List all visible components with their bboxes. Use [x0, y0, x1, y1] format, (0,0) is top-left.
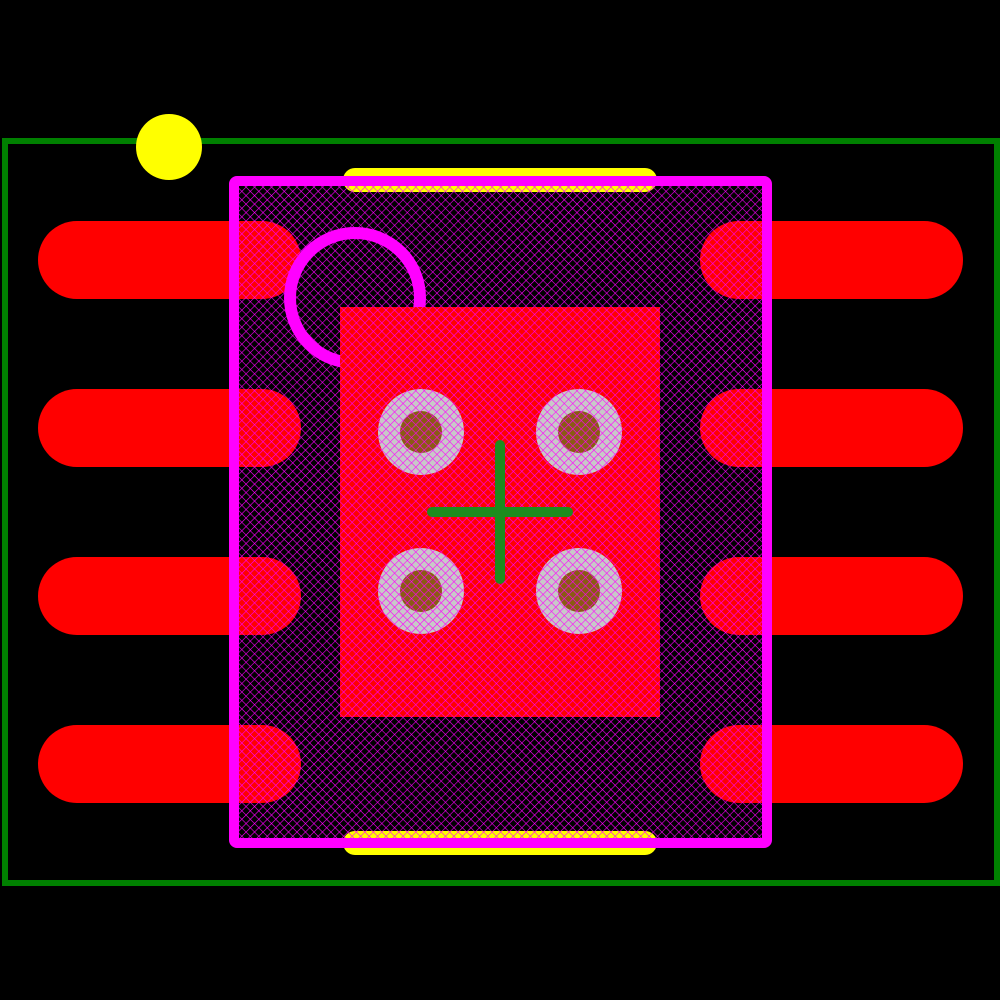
courtyard-outline [2, 138, 1000, 886]
pin1-marker-dot [136, 114, 202, 180]
origin-cross [427, 440, 573, 584]
component-body-outline [229, 176, 772, 848]
